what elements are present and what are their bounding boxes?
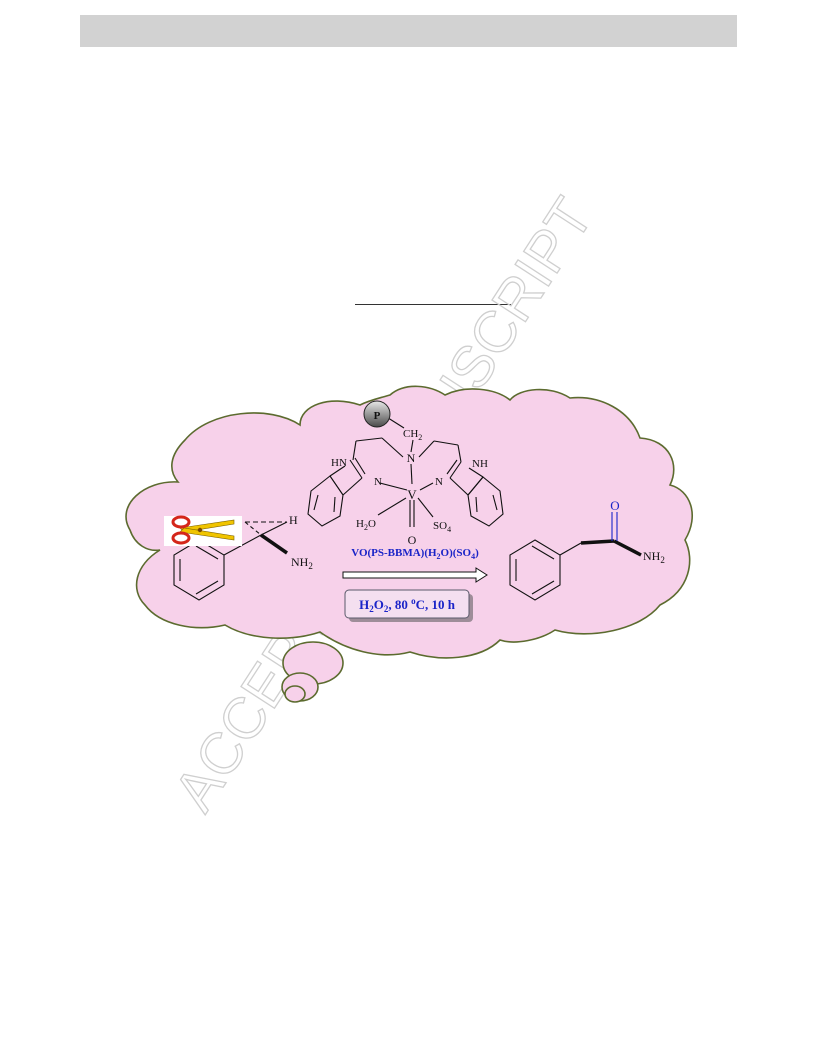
amine-n-label: N [407,451,416,465]
n-right-label: N [435,476,443,488]
vanadium-label: V [407,487,417,502]
ch2-label: CH2 [403,428,422,442]
polymer-bead-icon [363,400,391,428]
nh-right-label: NH [472,458,488,470]
product-structure [509,512,642,601]
product-oxygen-label: O [610,498,619,513]
conditions-box [344,589,473,622]
reaction-conditions: H2O2, 80 oC, 10 h [359,596,456,614]
nh-left-label: HN [331,457,347,469]
header-bar [80,15,737,47]
separator-line [355,304,511,305]
reactant-h2-label: H [289,513,298,527]
oxo-label: O [408,533,417,547]
reactant-amine-label: NH2 [291,555,313,571]
reactant-structure [173,521,288,601]
sulfate-ligand-label: SO4 [433,520,451,534]
reaction-arrow-icon [342,567,488,583]
support-label: P [374,410,381,422]
catalyst-structure [307,415,504,527]
water-ligand-label: H2O [356,518,376,532]
product-amine-label: NH2 [643,549,665,565]
n-left-label: N [374,476,382,488]
scissors-icon [164,515,242,546]
catalyst-name: VO(PS-BBMA)(H2O)(SO4) [351,547,479,561]
